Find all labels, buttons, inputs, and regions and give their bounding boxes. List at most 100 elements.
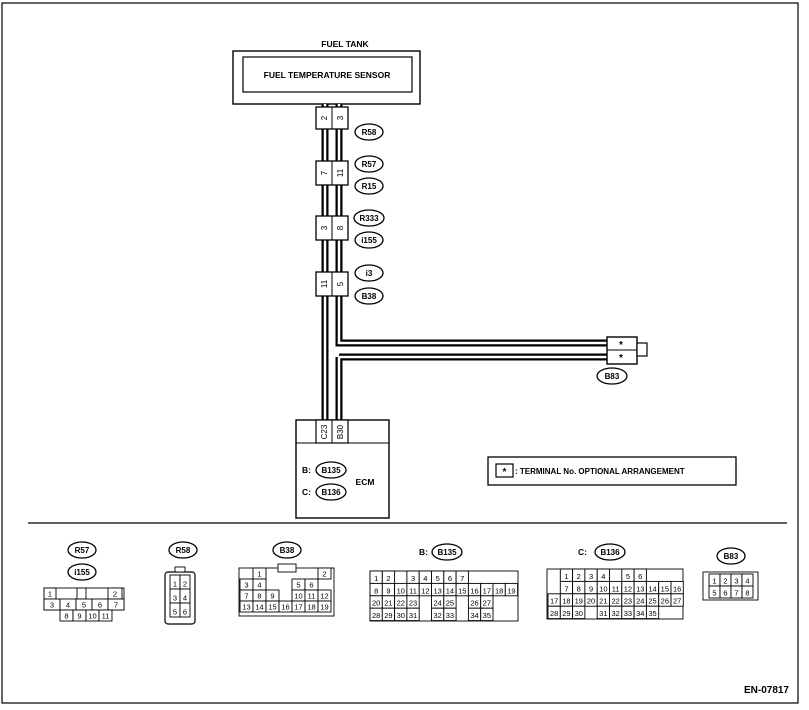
pin-number: 20 xyxy=(587,597,595,606)
pin-cell xyxy=(107,598,125,611)
ecm-connector-b-prefix: B: xyxy=(302,465,311,475)
pin-number: 23 xyxy=(624,597,632,606)
pin-number: 21 xyxy=(599,597,607,606)
pin-number: 16 xyxy=(673,584,681,593)
pin-number: 1 xyxy=(257,570,261,579)
pin-number: 7 xyxy=(244,592,248,601)
pin-number: 9 xyxy=(386,586,390,595)
pin-number: 14 xyxy=(255,603,263,612)
pin-number: 27 xyxy=(673,597,681,606)
pin-number: 14 xyxy=(446,586,454,595)
connector-pin: 11 xyxy=(320,279,329,288)
pin-number: 25 xyxy=(648,597,656,606)
svg-text:B83: B83 xyxy=(724,552,739,561)
pin-number: 33 xyxy=(624,609,632,618)
pin-number: 8 xyxy=(257,592,261,601)
pin-number: 22 xyxy=(611,597,619,606)
pin-number: 2 xyxy=(723,577,727,586)
connector-tag-i155: i155 xyxy=(354,231,384,249)
pin-number: 30 xyxy=(575,609,583,618)
svg-text:i3: i3 xyxy=(366,269,373,278)
fuel-temperature-sensor-box xyxy=(242,56,413,93)
connector-tag-r333: R333 xyxy=(353,209,385,227)
pin-number: 3 xyxy=(173,594,177,603)
connector-i3-b38: 11 5 xyxy=(315,271,349,297)
sensor-pin-2: 2 xyxy=(320,115,329,120)
pin-number: 22 xyxy=(397,599,405,608)
pin-cell xyxy=(645,605,660,620)
pin-number: 15 xyxy=(661,584,669,593)
pin-number: 9 xyxy=(270,592,274,601)
pin-number: 7 xyxy=(734,589,738,598)
pin-number: 8 xyxy=(374,586,378,595)
pin-number: 15 xyxy=(268,603,276,612)
sensor-pin-block: 2 3 xyxy=(315,106,349,130)
pin-number: 13 xyxy=(636,584,644,593)
pin-number: 32 xyxy=(433,611,441,620)
pin-number: 29 xyxy=(562,609,570,618)
pin-number: 17 xyxy=(483,586,491,595)
pin-number: 10 xyxy=(88,612,96,621)
pin-number: 26 xyxy=(661,597,669,606)
pin-cell xyxy=(572,605,586,620)
pin-number: 6 xyxy=(638,572,642,581)
pin-number: 4 xyxy=(257,581,261,590)
pin-number: 14 xyxy=(648,584,656,593)
svg-text:B135: B135 xyxy=(437,548,457,557)
connector-pin: 7 xyxy=(320,170,329,175)
pin-number: 4 xyxy=(423,574,427,583)
pin-number: 12 xyxy=(421,586,429,595)
svg-text:R57: R57 xyxy=(362,160,377,169)
pin-number: 5 xyxy=(626,572,630,581)
fuel-temperature-sensor-label: FUEL TEMPERATURE SENSOR xyxy=(264,70,391,80)
sensor-pin-3: 3 xyxy=(336,115,345,120)
connector-r57-r15: 7 11 xyxy=(315,160,349,186)
connector-pin: 11 xyxy=(336,168,345,177)
pin-number: 4 xyxy=(183,594,187,603)
pin-number: 17 xyxy=(550,597,558,606)
pin-number: 8 xyxy=(577,584,581,593)
legend-symbol: * xyxy=(503,467,507,478)
pin-number: 5 xyxy=(82,601,86,610)
pin-number: 11 xyxy=(102,612,110,621)
face-prefix-b135: B: xyxy=(419,547,428,557)
b38-latch xyxy=(277,563,297,573)
pin-number: 25 xyxy=(446,599,454,608)
connector-r333-i155: 3 8 xyxy=(315,215,349,241)
pin-number: 30 xyxy=(397,611,405,620)
pin-cell xyxy=(741,585,754,599)
r58-latch xyxy=(174,566,186,573)
pin-number: 18 xyxy=(495,586,503,595)
pin-number: 16 xyxy=(281,603,289,612)
connector-tag-r58: R58 xyxy=(354,123,384,141)
pin-number: 11 xyxy=(308,592,316,601)
pin-number: 33 xyxy=(446,611,454,620)
pin-number: 4 xyxy=(601,572,605,581)
pin-number: 1 xyxy=(48,590,52,599)
pin-number: 15 xyxy=(458,586,466,595)
pin-number: 16 xyxy=(470,586,478,595)
pin-number: 19 xyxy=(507,586,515,595)
svg-text:B38: B38 xyxy=(280,546,295,555)
pin-number: 5 xyxy=(712,589,716,598)
pin-number: 2 xyxy=(183,580,187,589)
wire-branch-core xyxy=(337,355,612,420)
pin-number: 2 xyxy=(577,572,581,581)
diagram-frame xyxy=(1,2,799,704)
pin-number: 10 xyxy=(397,586,405,595)
pin-number: 13 xyxy=(242,603,250,612)
ecm-connector-c-prefix: C: xyxy=(302,487,311,497)
pin-number: 6 xyxy=(98,601,102,610)
pin-number: 2 xyxy=(322,570,326,579)
pin-number: 9 xyxy=(589,584,593,593)
svg-text:i155: i155 xyxy=(74,568,90,577)
connector-pin: 3 xyxy=(320,225,329,230)
ecm-pin-c23: C23 xyxy=(320,424,329,439)
pin-number: 27 xyxy=(483,599,491,608)
pin-number: 5 xyxy=(296,581,300,590)
pin-number: 21 xyxy=(384,599,392,608)
pin-cell xyxy=(317,600,332,613)
pin-number: 7 xyxy=(114,601,118,610)
pin-number: 11 xyxy=(612,584,620,593)
connector-pin: 5 xyxy=(336,281,345,286)
